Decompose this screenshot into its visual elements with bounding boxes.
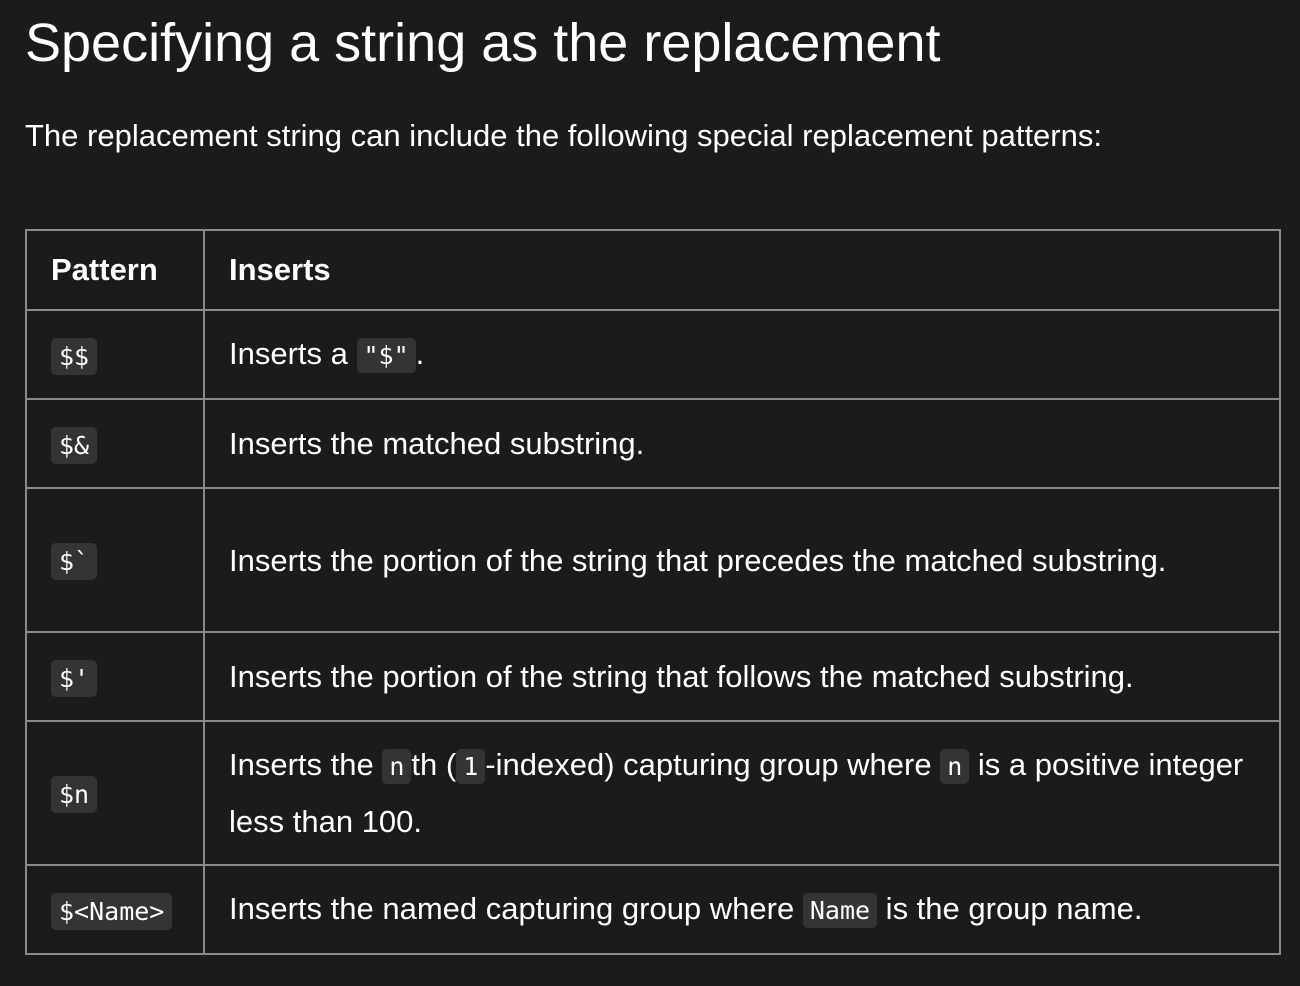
pattern-cell: $' <box>25 631 205 722</box>
replacement-patterns-table: Pattern Inserts $$ Inserts a "$". $& Ins… <box>25 229 1281 955</box>
description-text: Inserts the named capturing group where <box>229 891 803 926</box>
pattern-code: $<Name> <box>51 892 173 930</box>
pattern-code: $` <box>51 543 98 580</box>
description-text: . <box>415 336 425 371</box>
inline-code: n <box>940 749 970 784</box>
pattern-code: $$ <box>51 337 98 375</box>
header-inserts: Inserts <box>203 229 1281 311</box>
inline-code: n <box>382 749 412 784</box>
table-header-row: Pattern Inserts <box>25 229 1281 311</box>
description-text: is a positive integer less than 100. <box>229 747 1244 839</box>
description-text: Inserts the <box>229 747 383 782</box>
pattern-code: $& <box>51 426 98 464</box>
description-cell: Inserts the portion of the string that p… <box>203 487 1281 633</box>
description-cell: Inserts a "$". <box>203 309 1281 400</box>
table-row: $' Inserts the portion of the string tha… <box>25 631 1281 722</box>
inline-code: "$" <box>356 338 416 373</box>
pattern-cell: $` <box>25 487 205 633</box>
description-text: is the group name. <box>877 891 1143 926</box>
pattern-cell: $$ <box>25 309 205 400</box>
intro-paragraph: The replacement string can include the f… <box>25 118 1102 153</box>
pattern-cell: $& <box>25 398 205 489</box>
inline-code: 1 <box>456 749 486 784</box>
description-text: th ( <box>411 747 457 782</box>
description-text: -indexed) capturing group where <box>485 747 941 782</box>
table-row: $& Inserts the matched substring. <box>25 398 1281 489</box>
table-row: $<Name> Inserts the named capturing grou… <box>25 864 1281 955</box>
description-cell: Inserts the matched substring. <box>203 398 1281 489</box>
table-row: $$ Inserts a "$". <box>25 309 1281 400</box>
pattern-cell: $n <box>25 720 205 866</box>
pattern-code: $n <box>51 776 98 813</box>
pattern-cell: $<Name> <box>25 864 205 955</box>
header-pattern: Pattern <box>25 229 205 311</box>
inline-code: Name <box>802 893 878 928</box>
description-text: Inserts a <box>229 336 357 371</box>
table-row: $` Inserts the portion of the string tha… <box>25 487 1281 633</box>
description-cell: Inserts the named capturing group where … <box>203 864 1281 955</box>
section-heading: Specifying a string as the replacement <box>25 13 941 73</box>
description-cell: Inserts the portion of the string that f… <box>203 631 1281 722</box>
pattern-code: $' <box>51 659 98 697</box>
